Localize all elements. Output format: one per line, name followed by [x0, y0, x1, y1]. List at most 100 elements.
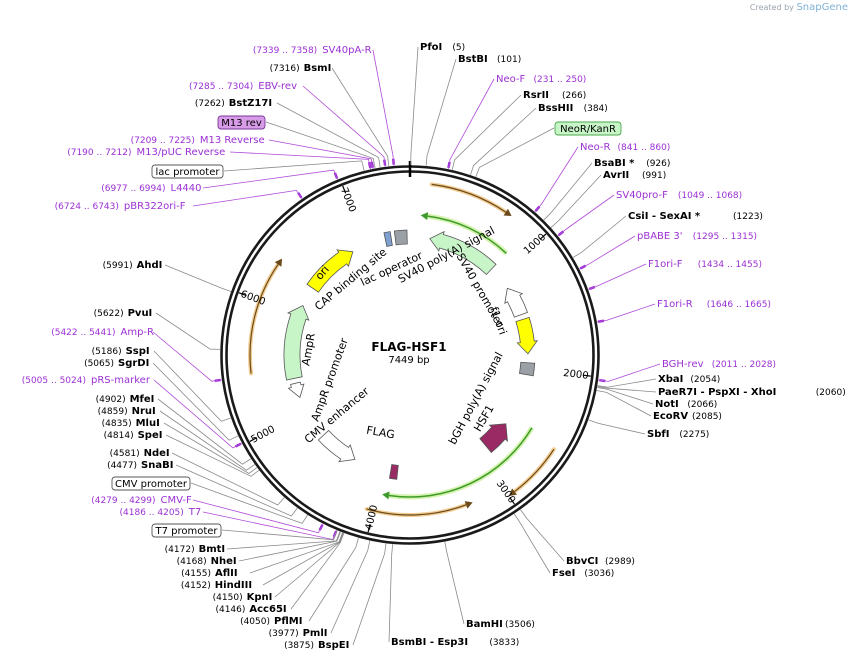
- site-label: HindIII(4152): [181, 580, 252, 591]
- leader-line: [262, 532, 344, 586]
- tick-mark: [238, 292, 247, 297]
- tick-label: 7000: [338, 186, 358, 214]
- primer-label: pRS-marker(5005 .. 5024): [22, 375, 151, 386]
- site-name: PfoI: [420, 42, 442, 53]
- site-coord: (2085): [692, 412, 722, 422]
- site-name: AvrII: [603, 170, 629, 181]
- leader-line: [444, 541, 465, 625]
- tick-label: 1000: [522, 232, 548, 257]
- leader-line: [302, 85, 386, 167]
- orf-left-arrow: [274, 258, 283, 267]
- leader-line: [572, 215, 627, 258]
- site-name: PaeR7I - PspXI - XhoI: [658, 387, 776, 398]
- orf-left: [249, 264, 279, 374]
- label-box: [554, 121, 622, 136]
- site-label: BamHI(3506): [466, 619, 535, 630]
- leader-line: [596, 390, 652, 417]
- site-name: BbvCI: [566, 556, 598, 567]
- tick-mark: [249, 437, 258, 442]
- leader-line: [238, 531, 341, 562]
- orf-neor-top-halo: [429, 182, 508, 215]
- site-label: PaeR7I - PspXI - XhoI(2060): [658, 387, 846, 398]
- site-label: AvrII(991): [603, 170, 666, 181]
- leader-line: [223, 160, 365, 172]
- tick-mark: [367, 524, 371, 533]
- primer-coord: (2011 .. 2028): [712, 360, 776, 370]
- primer-name: F1ori-R: [657, 299, 693, 310]
- site-label: PfoI (5): [420, 42, 465, 53]
- site-coord: (3506): [505, 620, 535, 630]
- feature-sv40-polya: [429, 230, 497, 276]
- primer-label: SV40pA-R(7339 .. 7358): [253, 45, 372, 56]
- site-coord: (4146): [215, 605, 245, 615]
- primer-coord: (6724 .. 6743): [55, 202, 119, 212]
- site-coord: (2066): [687, 400, 717, 410]
- site-label: PmlI(3977): [269, 628, 328, 639]
- primer-name: pRS-marker: [91, 375, 151, 386]
- leader-line: [588, 419, 646, 435]
- primer-name: F1ori-F: [648, 259, 683, 270]
- site-coord: (4902): [96, 395, 126, 405]
- site-coord: (5): [452, 43, 465, 53]
- tick-mark: [509, 497, 515, 505]
- site-coord: (4581): [110, 449, 140, 459]
- site-label: CsiI - SexAI *(1223): [628, 211, 763, 222]
- site-name: Acc65I: [249, 604, 286, 615]
- site-name: PvuI: [128, 308, 153, 319]
- primer-label: SV40pro-F(1049 .. 1068): [616, 190, 742, 201]
- leader-line: [475, 127, 555, 177]
- primer-label: pBABE 3'(1295 .. 1315): [637, 231, 757, 242]
- leader-line: [579, 235, 636, 270]
- site-coord: (2054): [690, 375, 720, 385]
- site-label: KpnI(4150): [213, 592, 273, 603]
- leader-line: [153, 350, 231, 422]
- tick-mark: [342, 185, 347, 194]
- site-coord: (5622): [94, 309, 124, 319]
- leader-line: [597, 386, 657, 393]
- tick-label: 5000: [249, 424, 277, 446]
- site-coord: (5065): [84, 359, 114, 369]
- primer-label: pBR322ori-F (6724 .. 6743): [55, 201, 186, 212]
- leader-line: [265, 121, 376, 169]
- site-coord: (4172): [165, 545, 195, 555]
- boxed-feature-label: lac promoter: [151, 164, 224, 179]
- feature-hsf1: [479, 423, 508, 454]
- leader-line: [152, 362, 239, 441]
- leader-line: [513, 513, 551, 574]
- plasmid-name: FLAG-HSF1: [371, 340, 446, 354]
- site-name: BspEI: [318, 640, 349, 651]
- boxed-feature-label: T7 promoter: [151, 523, 222, 538]
- primer-label: L4440(6977 .. 6994): [101, 183, 201, 194]
- leader-line: [557, 194, 615, 237]
- site-name: BssHII: [538, 103, 573, 114]
- site-coord: (5991): [103, 261, 133, 271]
- site-name: AflII: [215, 568, 238, 579]
- orf-neor-top: [431, 183, 507, 213]
- leader-line: [157, 398, 252, 465]
- leader-line: [164, 264, 232, 292]
- site-coord: (4477): [107, 461, 137, 471]
- primer-name: pBR322ori-F: [124, 201, 186, 212]
- leader-line: [388, 544, 394, 643]
- snapgene-logo: SnapGene: [796, 2, 848, 13]
- primer-name: SV40pA-R: [322, 45, 371, 56]
- box-text: T7 promoter: [154, 526, 218, 537]
- leader-line: [192, 189, 303, 207]
- leader-line: [276, 102, 381, 168]
- primer-label: T7(4186 .. 4205): [120, 507, 202, 518]
- site-name: RsrII: [523, 90, 549, 101]
- site-label: BsaBI *(926): [594, 158, 670, 169]
- leader-line: [372, 49, 395, 166]
- site-label: XbaI(2054): [658, 374, 720, 385]
- orf-bottom: [366, 504, 467, 516]
- primer-name: M13/pUC Reverse: [137, 147, 226, 158]
- site-label: NheI(4168): [177, 556, 237, 567]
- site-label: BbvCI(2989): [566, 556, 635, 567]
- primer-coord: (4279 .. 4299): [91, 496, 155, 506]
- primer-label: BGH-rev(2011 .. 2028): [662, 359, 776, 370]
- leader-line: [550, 174, 602, 228]
- orf-green-top: [427, 215, 507, 254]
- primer-name: L4440: [171, 183, 202, 194]
